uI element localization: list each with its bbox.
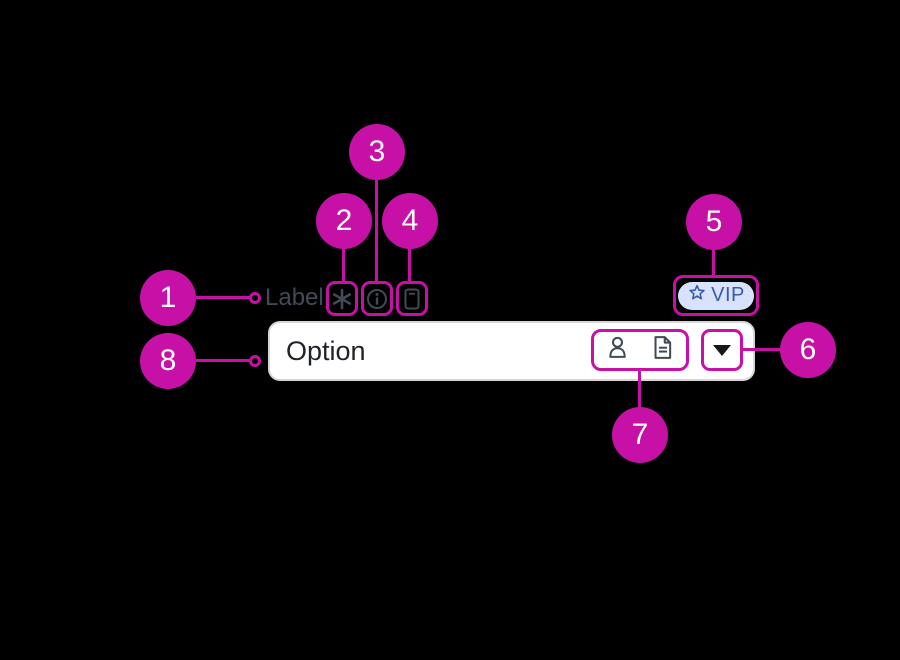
callout-number: 5 (705, 205, 723, 238)
device-icon-highlight (396, 281, 428, 316)
document-icon (649, 334, 676, 366)
callout-badge-4: 4 (382, 193, 438, 249)
chevron-down-icon (713, 344, 731, 356)
callout-marker-1 (249, 292, 261, 304)
callout-line-5 (712, 249, 715, 276)
callout-badge-2: 2 (316, 193, 372, 249)
person-icon (604, 334, 631, 366)
callout-line-8 (196, 359, 250, 362)
asterisk-icon (330, 287, 354, 311)
callout-line-4 (408, 246, 411, 282)
info-icon-highlight (361, 281, 393, 316)
vip-badge-label: VIP (711, 284, 745, 306)
callout-marker-8 (249, 355, 261, 367)
callout-number: 6 (799, 333, 817, 366)
vip-badge: VIP (678, 281, 754, 310)
callout-number: 1 (159, 281, 177, 314)
callout-badge-8: 8 (140, 333, 196, 389)
callout-number: 3 (368, 135, 386, 168)
callout-line-1 (196, 296, 250, 299)
callout-badge-3: 3 (349, 124, 405, 180)
selected-option-text: Option (286, 336, 366, 366)
vip-badge-highlight: VIP (673, 275, 759, 316)
callout-number: 8 (159, 344, 177, 377)
callout-line-2 (342, 246, 345, 282)
callout-line-6 (742, 348, 782, 351)
callout-number: 4 (401, 204, 419, 237)
required-indicator-highlight (326, 281, 358, 316)
star-icon (687, 283, 707, 308)
callout-badge-6: 6 (780, 322, 836, 378)
callout-badge-1: 1 (140, 270, 196, 326)
callout-line-3 (375, 179, 378, 282)
callout-badge-7: 7 (612, 407, 668, 463)
callout-badge-5: 5 (686, 194, 742, 250)
trailing-icons-highlight (591, 329, 689, 371)
callout-number: 7 (631, 418, 649, 451)
field-label: Label (265, 284, 324, 311)
callout-line-7 (638, 370, 641, 408)
callout-number: 2 (335, 204, 353, 237)
mobile-device-icon (400, 287, 424, 311)
info-icon[interactable] (365, 287, 389, 311)
dropdown-arrow-button[interactable] (701, 329, 743, 371)
